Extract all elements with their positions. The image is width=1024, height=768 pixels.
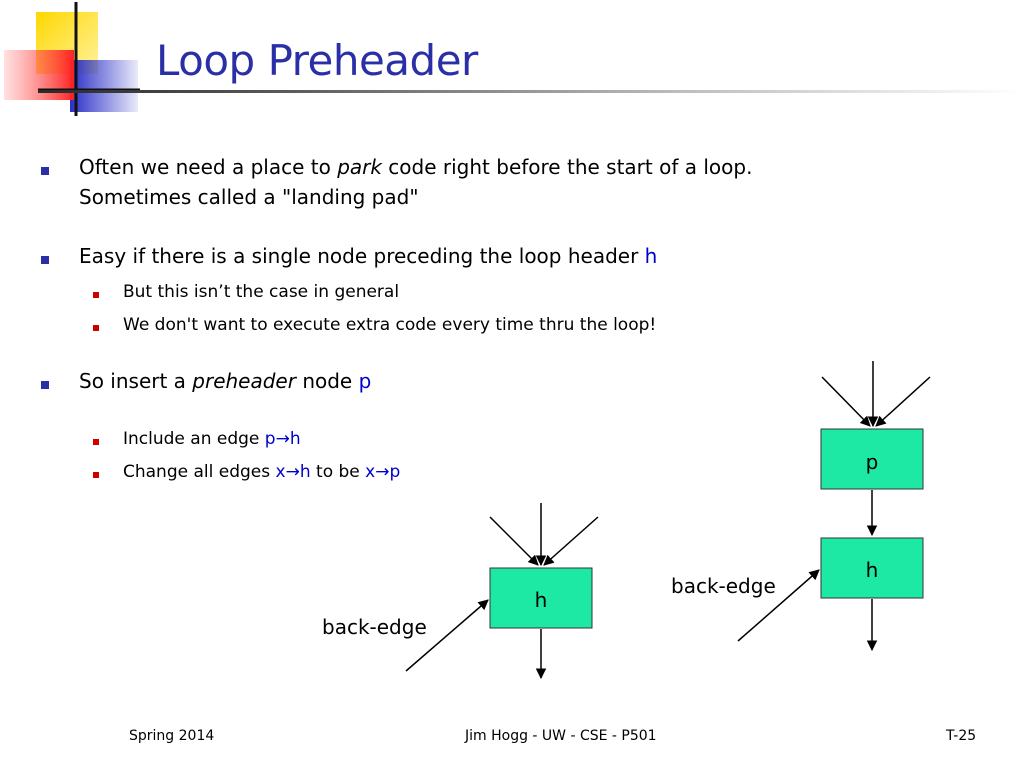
incoming-edge-right: [875, 376, 931, 427]
bullet-3-text: So insert a: [79, 369, 193, 393]
bullet-3-sub-1-text: Include an edge: [123, 429, 265, 449]
footer-date: Spring 2014: [129, 728, 215, 744]
diagram-before: h back-edge: [322, 503, 599, 680]
bullet-3-sub-2-mid: to be: [310, 462, 366, 482]
bullet-2-var: h: [644, 244, 658, 268]
node-h: [489, 567, 593, 629]
back-edge-label: back-edge: [322, 615, 427, 639]
bullet-square: [41, 256, 49, 264]
bullet-square: [41, 381, 49, 389]
bullet-2-sub-2: We don't want to execute extra code ever…: [123, 315, 657, 335]
incoming-edge-left: [821, 376, 871, 427]
sub-bullet-square: [93, 325, 99, 331]
bullet-3-text-mid: node: [295, 369, 359, 393]
back-edge-label: back-edge: [671, 574, 776, 598]
sub-bullet-square: [93, 472, 99, 478]
title-divider: [38, 90, 1024, 93]
bullet-2-sub-1: But this isn’t the case in general: [123, 282, 400, 302]
incoming-edge-right: [543, 516, 599, 566]
bullet-1-text-end: code right before the start of a loop.: [381, 155, 753, 179]
node-p: [820, 428, 924, 490]
node-p-label: p: [866, 450, 879, 474]
bullet-2-text: Easy if there is a single node preceding…: [79, 244, 645, 268]
back-edge-arrow: [737, 569, 820, 642]
bullet-3-var: p: [358, 369, 372, 393]
bullet-square: [41, 167, 49, 175]
node-h: [820, 537, 924, 599]
slide-title: Loop Preheader: [156, 36, 478, 85]
incoming-edge-left: [489, 516, 539, 566]
bullet-1-emphasis: park: [337, 155, 382, 179]
bullet-1-text: Often we need a place to: [79, 155, 338, 179]
sub-bullet-square: [93, 292, 99, 298]
bullet-3-sub-2-text: Change all edges: [123, 462, 276, 482]
node-h-label: h: [866, 558, 879, 582]
bullet-3-sub-2-expr-1: x→h: [275, 462, 311, 482]
node-h-label: h: [535, 588, 548, 612]
footer-slide-number: T-25: [946, 728, 977, 744]
back-edge-arrow: [405, 599, 489, 672]
footer-author: Jim Hogg - UW - CSE - P501: [465, 728, 657, 744]
bullet-1-line-2: Sometimes called a "landing pad": [79, 185, 419, 209]
sub-bullet-square: [93, 439, 99, 445]
bullet-3-sub-2-expr-2: x→p: [365, 462, 401, 482]
bullet-3-sub-1-expr: p→h: [264, 429, 301, 449]
bullet-3-emphasis: preheader: [192, 369, 296, 393]
diagram-after: p h back-edge: [671, 361, 931, 652]
